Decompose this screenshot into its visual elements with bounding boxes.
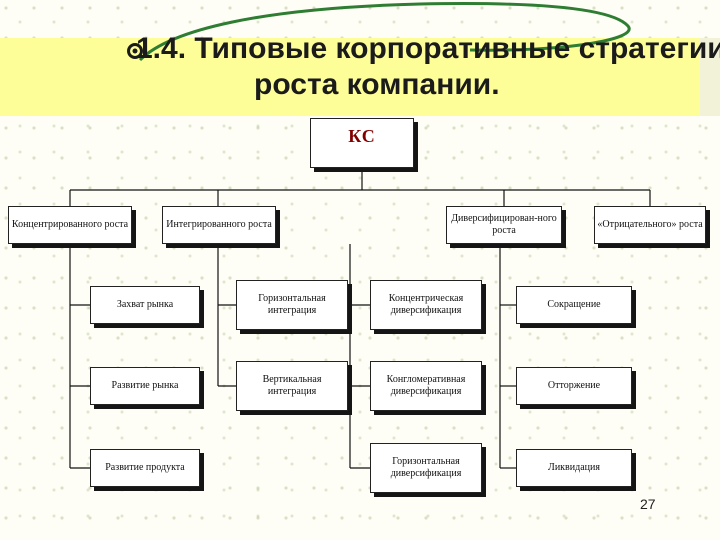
node-horizontal-diversification: Горизонтальная диверсификация [370, 443, 482, 493]
node-concentric-diversification: Концентрическая диверсификация [370, 280, 482, 330]
category-diversified: Диверсифицирован-ного роста [446, 206, 562, 244]
node-divestment: Отторжение [516, 367, 632, 405]
node-market-capture: Захват рынка [90, 286, 200, 324]
node-market-development: Развитие рынка [90, 367, 200, 405]
category-negative: «Отрицательного» роста [594, 206, 706, 244]
title-band [0, 38, 720, 116]
bullet-icon [127, 43, 143, 59]
page-number: 27 [640, 496, 656, 512]
category-concentrated: Концентрированного роста [8, 206, 132, 244]
title-swoosh [138, 2, 631, 62]
page-title-line-2: роста компании. [254, 68, 500, 101]
node-vertical-integration: Вертикальная интеграция [236, 361, 348, 411]
node-conglomerate-diversification: Конгломеративная диверсификация [370, 361, 482, 411]
node-horizontal-integration: Горизонтальная интеграция [236, 280, 348, 330]
node-liquidation: Ликвидация [516, 449, 632, 487]
node-reduction: Сокращение [516, 286, 632, 324]
category-integrated: Интегрированного роста [162, 206, 276, 244]
root-node-ks: КС [310, 118, 414, 168]
page-title-line-1: 1.4. Типовые корпоративные стратегии [136, 32, 720, 65]
node-product-development: Развитие продукта [90, 449, 200, 487]
